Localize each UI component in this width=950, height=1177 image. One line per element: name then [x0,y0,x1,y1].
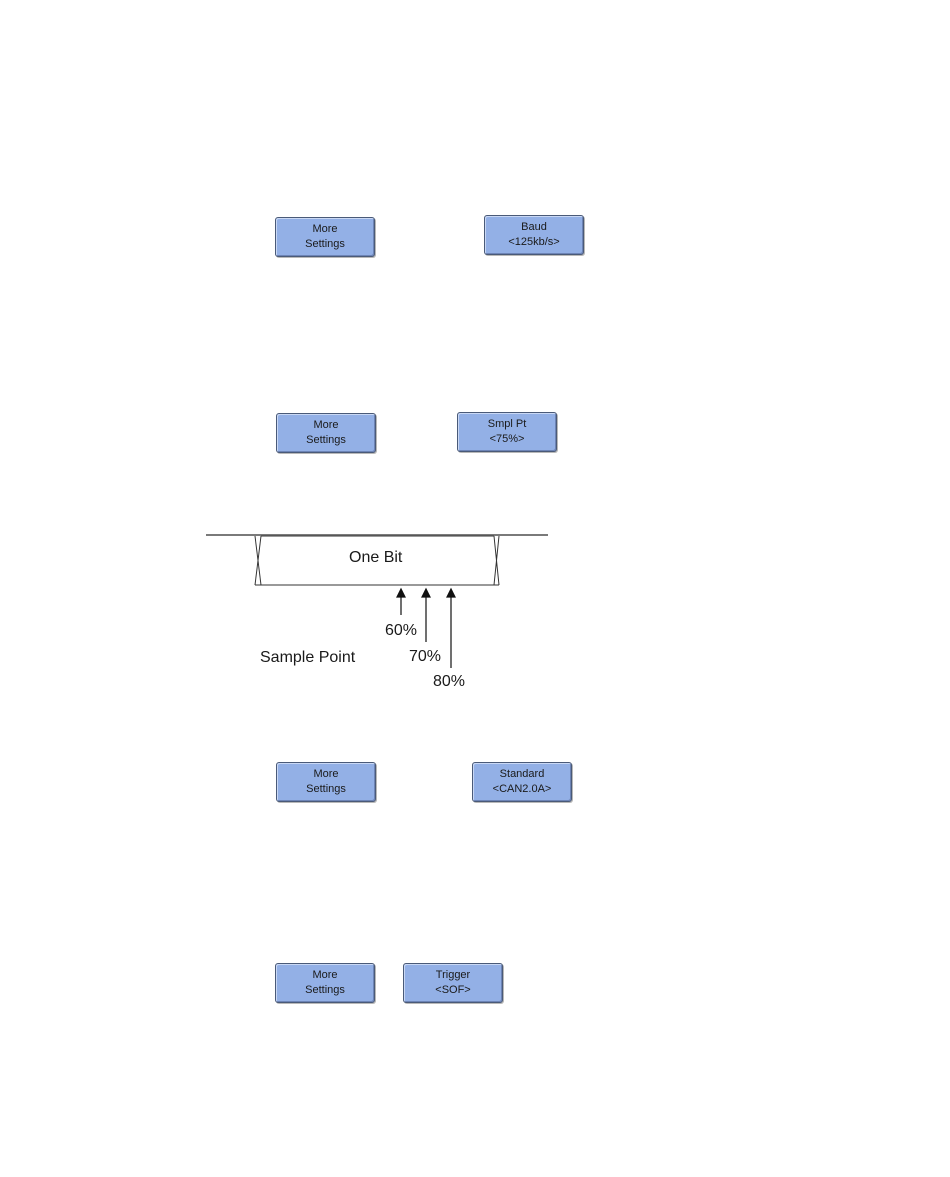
standard-button[interactable]: Standard <CAN2.0A> [472,762,572,802]
one-bit-label: One Bit [349,549,402,567]
button-label-line2: Settings [305,983,345,998]
trigger-button[interactable]: Trigger <SOF> [403,963,503,1003]
more-settings-button[interactable]: More Settings [275,963,375,1003]
marker-60-label: 60% [385,622,417,640]
button-label-line1: More [313,767,338,782]
marker-70-label: 70% [409,648,441,666]
button-label-line1: Trigger [436,968,470,983]
button-label-line2: Settings [306,782,346,797]
arrow-70 [422,589,430,642]
more-settings-button[interactable]: More Settings [276,762,376,802]
button-value: <CAN2.0A> [493,782,552,797]
marker-80-label: 80% [433,673,465,691]
arrow-80 [447,589,455,668]
arrow-60 [397,589,405,615]
button-value: <SOF> [435,983,470,998]
button-label-line1: More [312,968,337,983]
button-label-line1: Standard [500,767,545,782]
sample-point-label: Sample Point [260,649,355,667]
